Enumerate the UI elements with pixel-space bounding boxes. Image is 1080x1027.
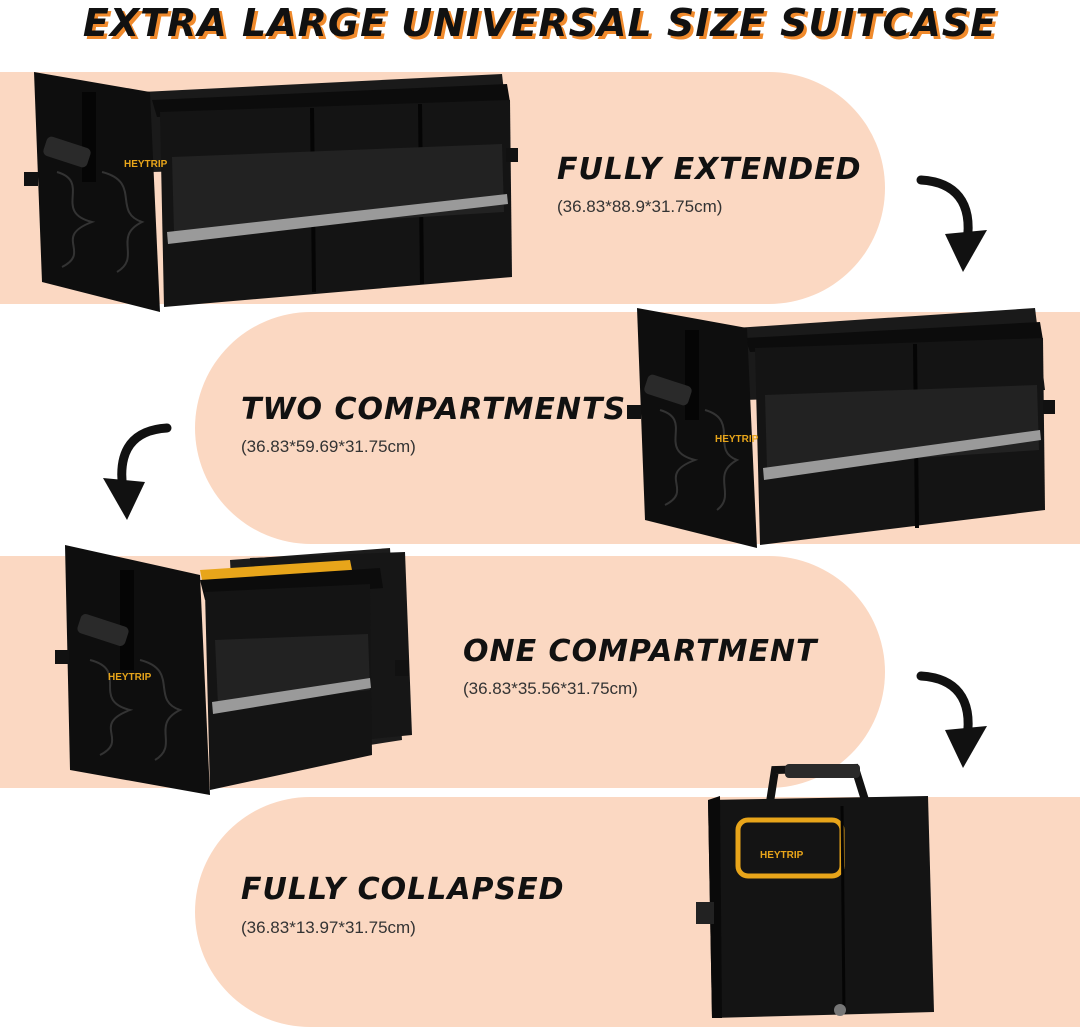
organizer-two-compartments-image: HEYTRIP [627,308,1055,548]
step-1-dimensions: (36.83*88.9*31.75cm) [557,197,723,216]
step-2-label: TWO COMPARTMENTS [241,392,627,427]
brand-label: HEYTRIP [108,672,152,683]
brand-label: HEYTRIP [715,434,759,445]
curved-arrow-down-icon [916,175,987,272]
band-fully-collapsed [195,797,1080,1027]
step-4-dimensions: (36.83*13.97*31.75cm) [241,918,416,937]
step-3-label: ONE COMPARTMENT [463,634,818,669]
step-2-dimensions: (36.83*59.69*31.75cm) [241,437,416,456]
curved-arrow-down-icon [916,671,987,768]
step-1-label: FULLY EXTENDED [557,152,862,187]
organizer-fully-extended-image: HEYTRIP [24,72,518,312]
page-title: EXTRA LARGE UNIVERSAL SIZE SUITCASE [82,1,998,45]
curved-arrow-down-icon [103,423,172,520]
organizer-fully-collapsed-image: HEYTRIP [696,763,934,1018]
organizer-one-compartment-image: HEYTRIP [55,545,412,795]
brand-label: HEYTRIP [760,850,804,861]
step-3-dimensions: (36.83*35.56*31.75cm) [463,679,638,698]
brand-label: HEYTRIP [124,159,168,170]
step-4-label: FULLY COLLAPSED [241,872,565,907]
